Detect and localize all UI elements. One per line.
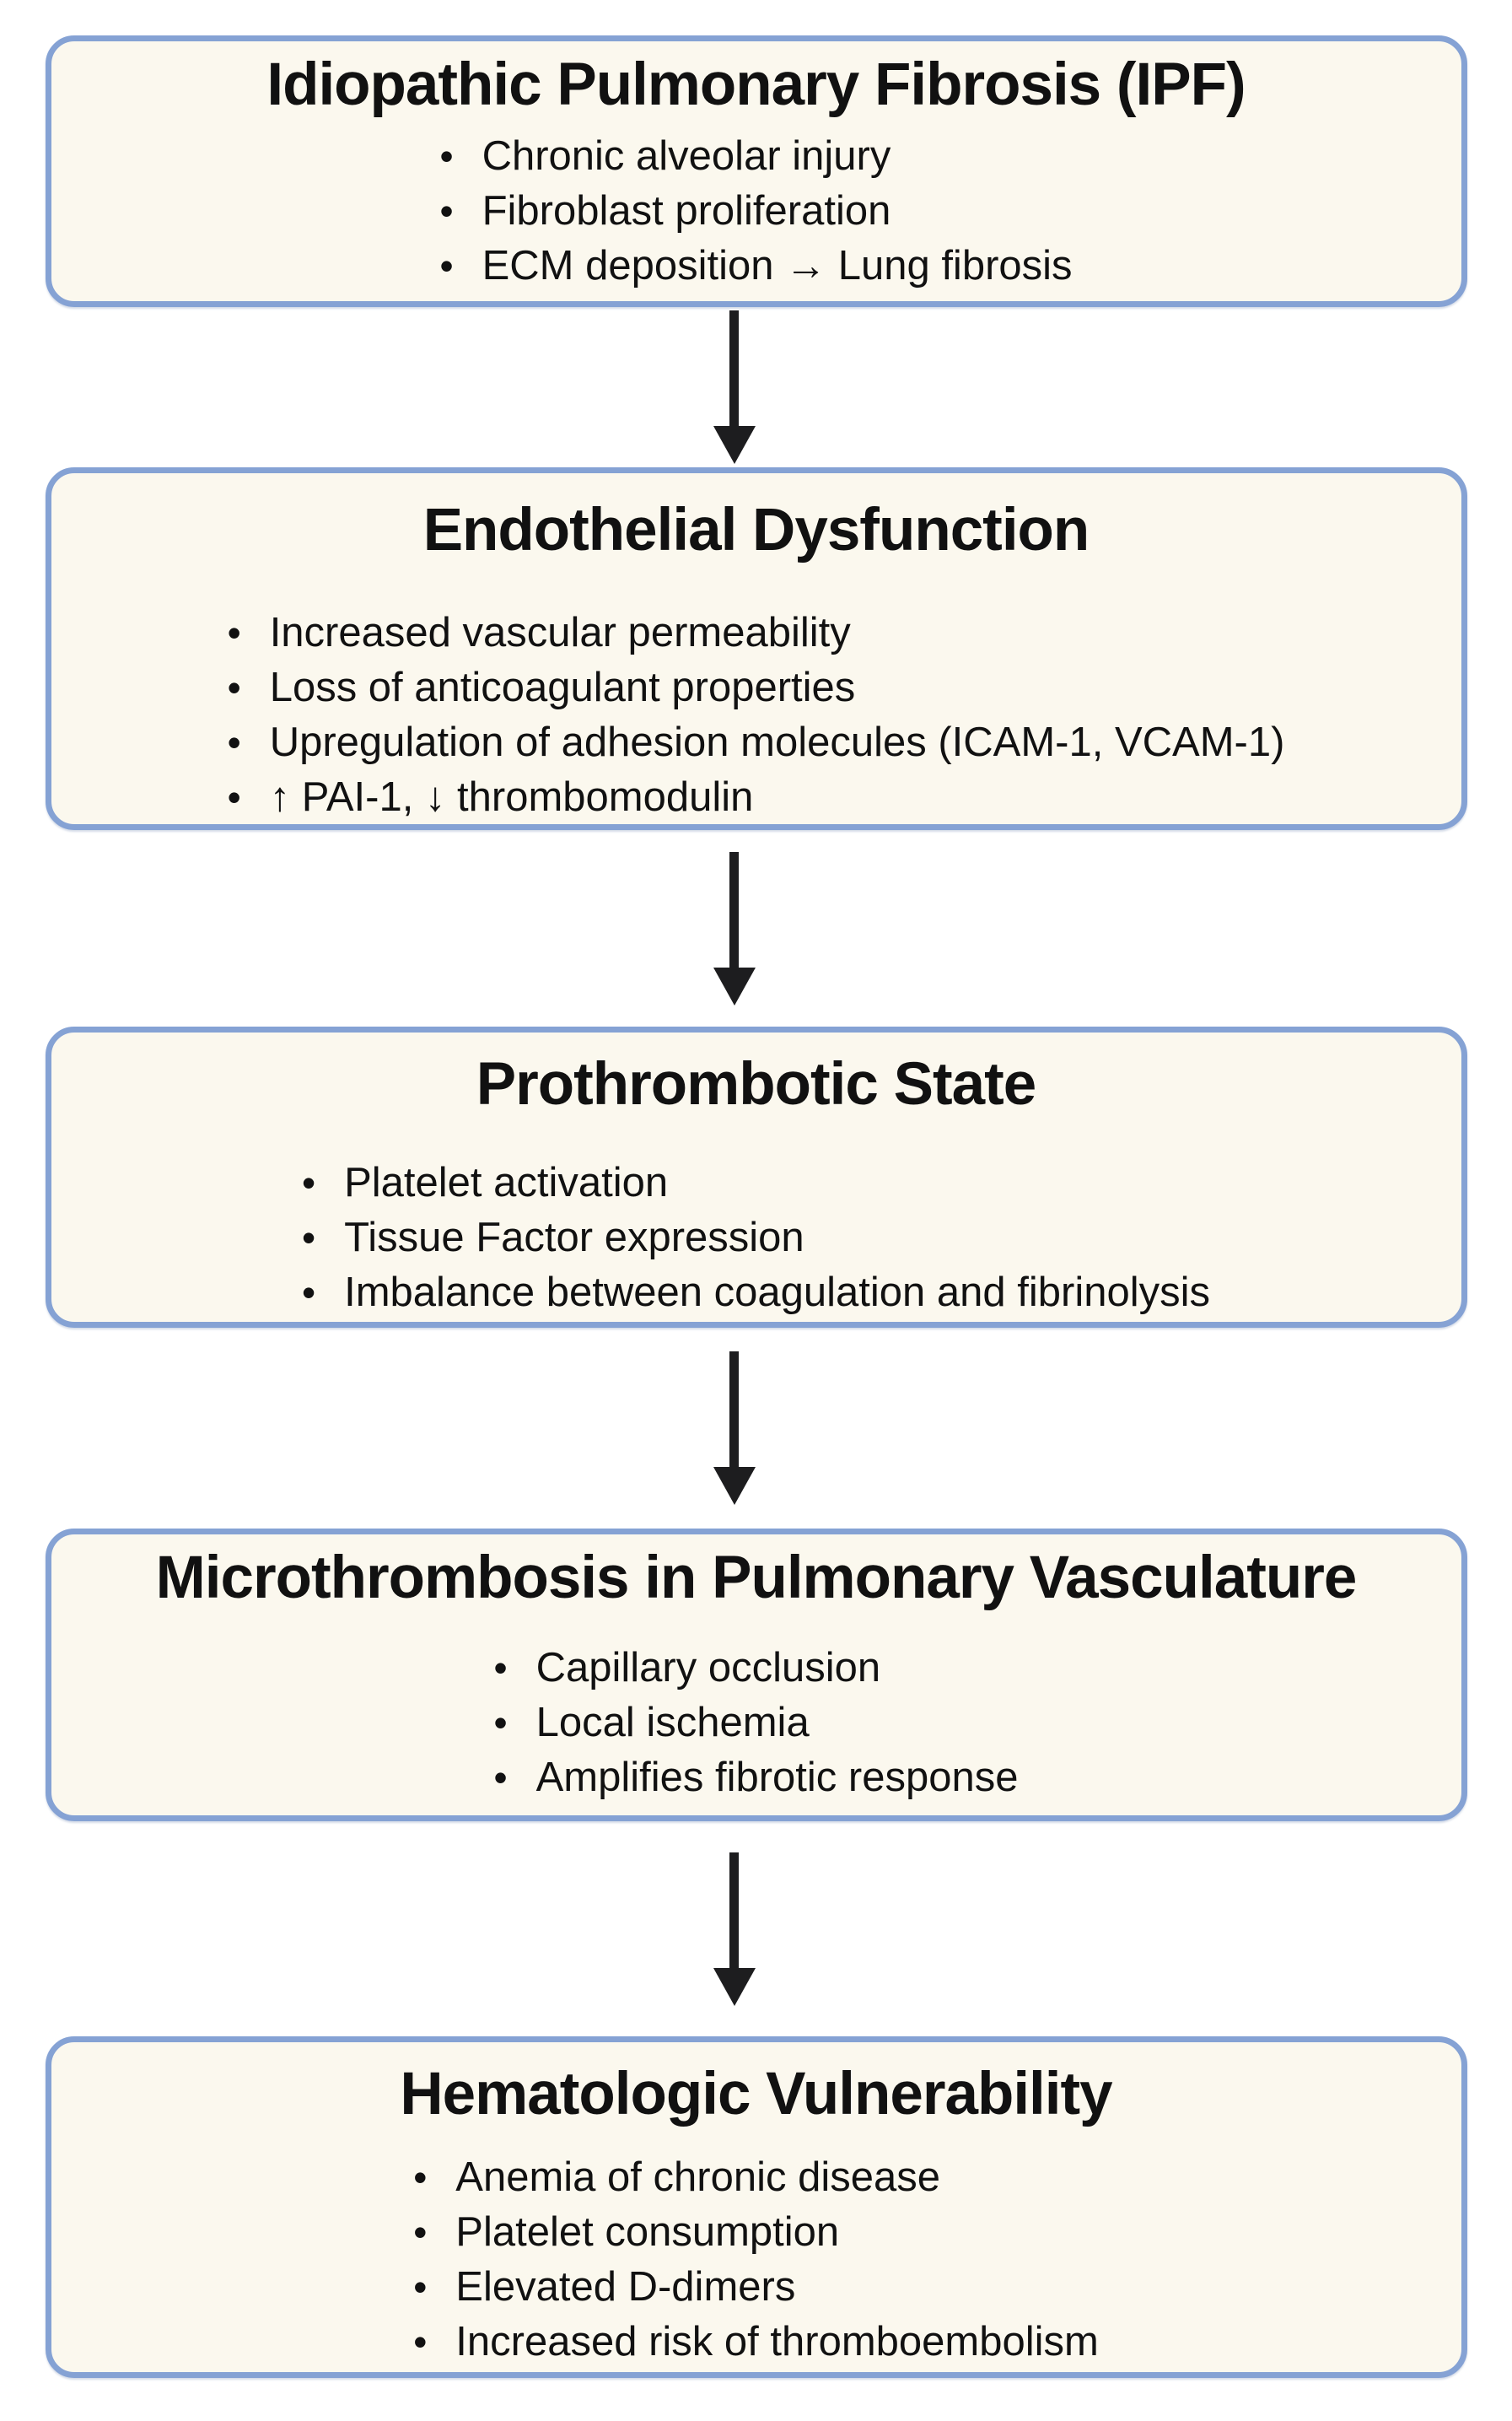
bullet-item: Capillary occlusion	[493, 1641, 1018, 1696]
flow-box-prothrombotic-state: Prothrombotic State Platelet activation …	[45, 1027, 1467, 1328]
bullet-item: Platelet activation	[302, 1156, 1210, 1210]
bullet-list: Anemia of chronic disease Platelet consu…	[413, 2150, 1099, 2370]
flow-box-ipf: Idiopathic Pulmonary Fibrosis (IPF) Chro…	[45, 35, 1467, 307]
bullet-item: Imbalance between coagulation and fibrin…	[302, 1265, 1210, 1320]
bullet-item: Chronic alveolar injury	[439, 129, 1072, 184]
box-title: Prothrombotic State	[476, 1051, 1036, 1118]
flow-connector	[713, 307, 778, 467]
flow-connector	[713, 830, 778, 1027]
arrow-down-icon	[713, 1351, 756, 1505]
bullet-list: Increased vascular permeability Loss of …	[228, 606, 1285, 824]
bullet-item: Local ischemia	[493, 1696, 1018, 1750]
bullet-item: Loss of anticoagulant properties	[228, 661, 1285, 715]
bullet-item: Anemia of chronic disease	[413, 2150, 1099, 2205]
bullet-item: Increased vascular permeability	[228, 606, 1285, 661]
bullet-item: Increased risk of thromboembolism	[413, 2315, 1099, 2370]
arrow-stem	[729, 1852, 739, 1968]
bullet-item: Elevated D-dimers	[413, 2260, 1099, 2315]
flow-connector	[713, 1821, 778, 2036]
flow-box-endothelial-dysfunction: Endothelial Dysfunction Increased vascul…	[45, 467, 1467, 830]
box-title: Endothelial Dysfunction	[422, 497, 1090, 563]
flow-connector	[713, 1328, 778, 1529]
arrow-down-icon	[713, 310, 756, 464]
bullet-item: Fibroblast proliferation	[439, 184, 1072, 239]
bullet-item: ECM deposition → Lung fibrosis	[439, 239, 1073, 294]
bullet-item: Tissue Factor expression	[302, 1210, 1210, 1265]
box-title: Microthrombosis in Pulmonary Vasculature	[155, 1545, 1358, 1611]
bullet-item: Upregulation of adhesion molecules (ICAM…	[228, 715, 1285, 770]
box-title: Hematologic Vulnerability	[400, 2061, 1112, 2127]
bullet-item: Platelet consumption	[413, 2205, 1099, 2260]
bullet-list: Capillary occlusion Local ischemia Ampli…	[493, 1641, 1019, 1805]
arrow-head	[713, 967, 756, 1006]
flow-box-microthrombosis: Microthrombosis in Pulmonary Vasculature…	[45, 1529, 1467, 1821]
arrow-down-icon	[713, 1852, 756, 2006]
arrow-stem	[729, 851, 739, 968]
arrow-head	[713, 1967, 756, 2006]
arrow-head	[713, 1467, 756, 1505]
box-title: Idiopathic Pulmonary Fibrosis (IPF)	[266, 51, 1246, 118]
flow-box-hematologic-vulnerability: Hematologic Vulnerability Anemia of chro…	[45, 2036, 1467, 2378]
bullet-list: Platelet activation Tissue Factor expres…	[302, 1156, 1210, 1320]
arrow-head	[713, 426, 756, 464]
bullet-item: ↑ PAI-1, ↓ thrombomodulin	[228, 770, 1285, 824]
arrow-stem	[729, 1351, 739, 1467]
bullet-list: Chronic alveolar injury Fibroblast proli…	[439, 129, 1073, 294]
bullet-item: Amplifies fibrotic response	[493, 1750, 1019, 1805]
arrow-stem	[729, 310, 739, 426]
arrow-down-icon	[713, 851, 756, 1006]
